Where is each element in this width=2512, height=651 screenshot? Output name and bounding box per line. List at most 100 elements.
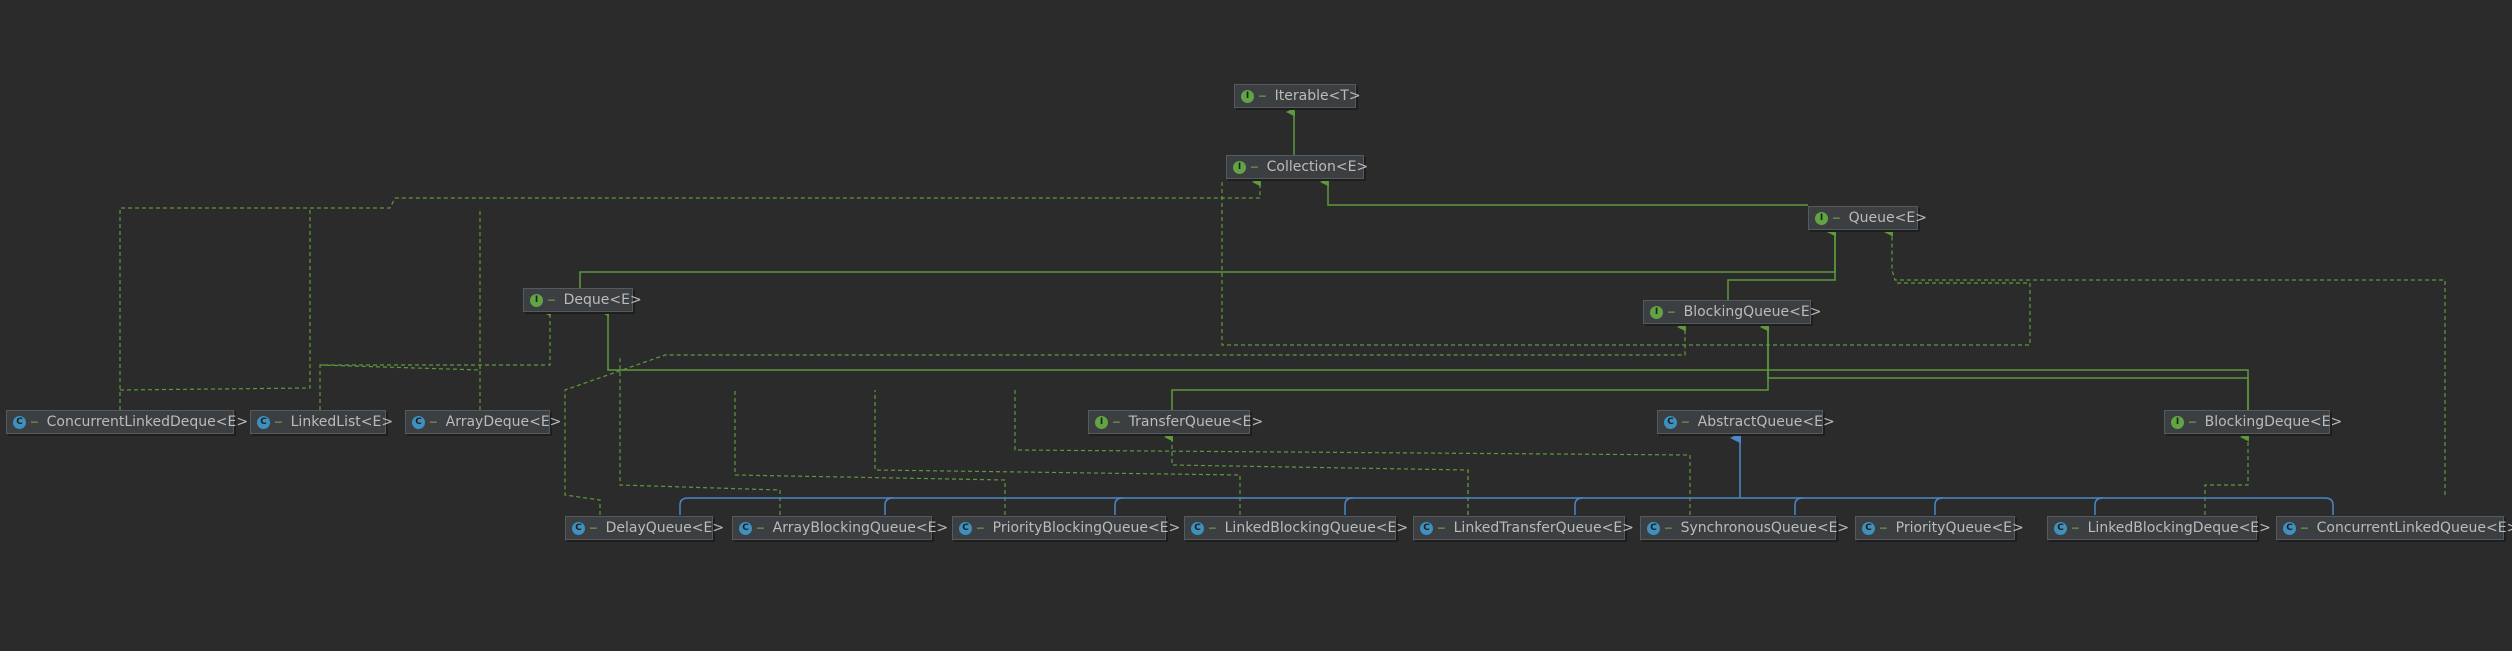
class-icon: C <box>1862 521 1875 535</box>
node-label: Deque<E> <box>563 292 642 308</box>
node-priorityblockingqueue[interactable]: C ─ PriorityBlockingQueue<E> <box>952 516 1180 540</box>
class-icon: C <box>959 521 972 535</box>
class-icon: C <box>2283 521 2296 535</box>
class-icon: C <box>1191 521 1204 535</box>
node-blockingdeque[interactable]: I ─ BlockingDeque<E> <box>2164 410 2342 434</box>
node-label: LinkedList<E> <box>290 414 394 430</box>
edge-classes-abstractqueue <box>679 497 2334 515</box>
class-icon: C <box>2054 521 2067 535</box>
edge-blockingqueue-queue <box>1727 227 1836 300</box>
interface-icon: I <box>2171 415 2184 429</box>
node-label: LinkedTransferQueue<E> <box>1453 520 1634 536</box>
edge-abq-blockingqueue <box>619 355 781 515</box>
public-icon: ─ <box>1668 305 1675 319</box>
public-icon: ─ <box>1438 521 1445 535</box>
edge-clq-queue <box>1883 227 2446 495</box>
public-icon: ─ <box>1665 521 1672 535</box>
edge-cld-collection <box>119 177 1261 410</box>
public-icon: ─ <box>1880 521 1887 535</box>
interface-icon: I <box>1650 305 1663 319</box>
edge-sq-blockingqueue <box>1014 390 1691 515</box>
edge-ltq-transferqueue <box>1163 432 1469 515</box>
node-label: PriorityQueue<E> <box>1895 520 2024 536</box>
edge-cld-deque <box>119 208 311 391</box>
edge-transferqueue-blockingqueue <box>1171 322 1769 410</box>
edge-linkedlist-deque <box>319 307 551 410</box>
edge-lbq-blockingqueue <box>874 390 1241 515</box>
public-icon: ─ <box>2189 415 2196 429</box>
node-label: DelayQueue<E> <box>605 520 725 536</box>
public-icon: ─ <box>977 521 984 535</box>
public-icon: ─ <box>548 293 555 307</box>
node-linkedblockingdeque[interactable]: C ─ LinkedBlockingDeque<E> <box>2047 516 2271 540</box>
public-icon: ─ <box>1833 211 1840 225</box>
node-label: ArrayBlockingQueue<E> <box>772 520 949 536</box>
edge-pbq-blockingqueue <box>734 390 1006 515</box>
edge-blockingdeque-blockingqueue <box>1759 322 2249 410</box>
node-priorityqueue[interactable]: C ─ PriorityQueue<E> <box>1855 516 2024 540</box>
node-iterable[interactable]: I ─ Iterable<T> <box>1234 84 1361 108</box>
class-icon: C <box>572 521 585 535</box>
node-label: SynchronousQueue<E> <box>1680 520 1850 536</box>
node-label: Collection<E> <box>1266 159 1369 175</box>
node-linkedtransferqueue[interactable]: C ─ LinkedTransferQueue<E> <box>1413 516 1634 540</box>
interface-icon: I <box>1241 89 1254 103</box>
node-label: Queue<E> <box>1848 210 1927 226</box>
node-label: LinkedBlockingQueue<E> <box>1224 520 1409 536</box>
edge-deque-queue <box>579 227 1836 290</box>
node-label: LinkedBlockingDeque<E> <box>2087 520 2271 536</box>
node-label: ConcurrentLinkedDeque<E> <box>46 414 249 430</box>
node-linkedblockingqueue[interactable]: C ─ LinkedBlockingQueue<E> <box>1184 516 1408 540</box>
class-icon: C <box>257 415 270 429</box>
class-icon: C <box>739 521 752 535</box>
extends-edges <box>579 107 2249 410</box>
node-blockingqueue[interactable]: I ─ BlockingQueue<E> <box>1643 300 1821 324</box>
public-icon: ─ <box>1209 521 1216 535</box>
node-deque[interactable]: I ─ Deque<E> <box>523 288 642 312</box>
node-collection[interactable]: I ─ Collection<E> <box>1226 155 1368 179</box>
implements-edges <box>119 177 2446 515</box>
node-label: BlockingDeque<E> <box>2204 414 2343 430</box>
node-queue[interactable]: I ─ Queue<E> <box>1808 206 1927 230</box>
public-icon: ─ <box>1259 89 1266 103</box>
node-label: AbstractQueue<E> <box>1697 414 1835 430</box>
node-label: BlockingQueue<E> <box>1683 304 1822 320</box>
class-icon: C <box>1420 521 1433 535</box>
abstract-class-icon: C <box>1664 415 1677 429</box>
class-extends-edges <box>679 432 2334 515</box>
public-icon: ─ <box>757 521 764 535</box>
public-icon: ─ <box>430 415 437 429</box>
edge-delayqueue-blockingqueue <box>564 322 1686 515</box>
node-abstractqueue[interactable]: C ─ AbstractQueue<E> <box>1657 410 1835 434</box>
public-icon: ─ <box>2072 521 2079 535</box>
interface-icon: I <box>530 293 543 307</box>
public-icon: ─ <box>1113 415 1120 429</box>
node-concurrentlinkedqueue[interactable]: C ─ ConcurrentLinkedQueue<E> <box>2276 516 2512 540</box>
public-icon: ─ <box>31 415 38 429</box>
interface-icon: I <box>1095 415 1108 429</box>
node-arrayblockingqueue[interactable]: C ─ ArrayBlockingQueue<E> <box>732 516 948 540</box>
class-icon: C <box>412 415 425 429</box>
interface-icon: I <box>1233 160 1246 174</box>
edge-blockingdeque-deque <box>599 307 2249 410</box>
node-concurrentlinkeddeque[interactable]: C ─ ConcurrentLinkedDeque<E> <box>6 410 248 434</box>
node-transferqueue[interactable]: I ─ TransferQueue<E> <box>1088 410 1263 434</box>
node-arraydeque[interactable]: C ─ ArrayDeque<E> <box>405 410 561 434</box>
public-icon: ─ <box>1682 415 1689 429</box>
node-delayqueue[interactable]: C ─ DelayQueue<E> <box>565 516 724 540</box>
edge-queue-collection-impl <box>1221 182 2031 346</box>
public-icon: ─ <box>275 415 282 429</box>
node-label: ArrayDeque<E> <box>445 414 562 430</box>
class-icon: C <box>1647 521 1660 535</box>
interface-icon: I <box>1815 211 1828 225</box>
node-label: Iterable<T> <box>1274 88 1361 104</box>
node-label: PriorityBlockingQueue<E> <box>992 520 1181 536</box>
node-synchronousqueue[interactable]: C ─ SynchronousQueue<E> <box>1640 516 1849 540</box>
public-icon: ─ <box>1251 160 1258 174</box>
public-icon: ─ <box>2301 521 2308 535</box>
edge-linkedlist-collection <box>319 208 481 371</box>
edge-queue-collection <box>1319 177 1808 206</box>
node-label: TransferQueue<E> <box>1128 414 1264 430</box>
node-linkedlist[interactable]: C ─ LinkedList<E> <box>250 410 393 434</box>
